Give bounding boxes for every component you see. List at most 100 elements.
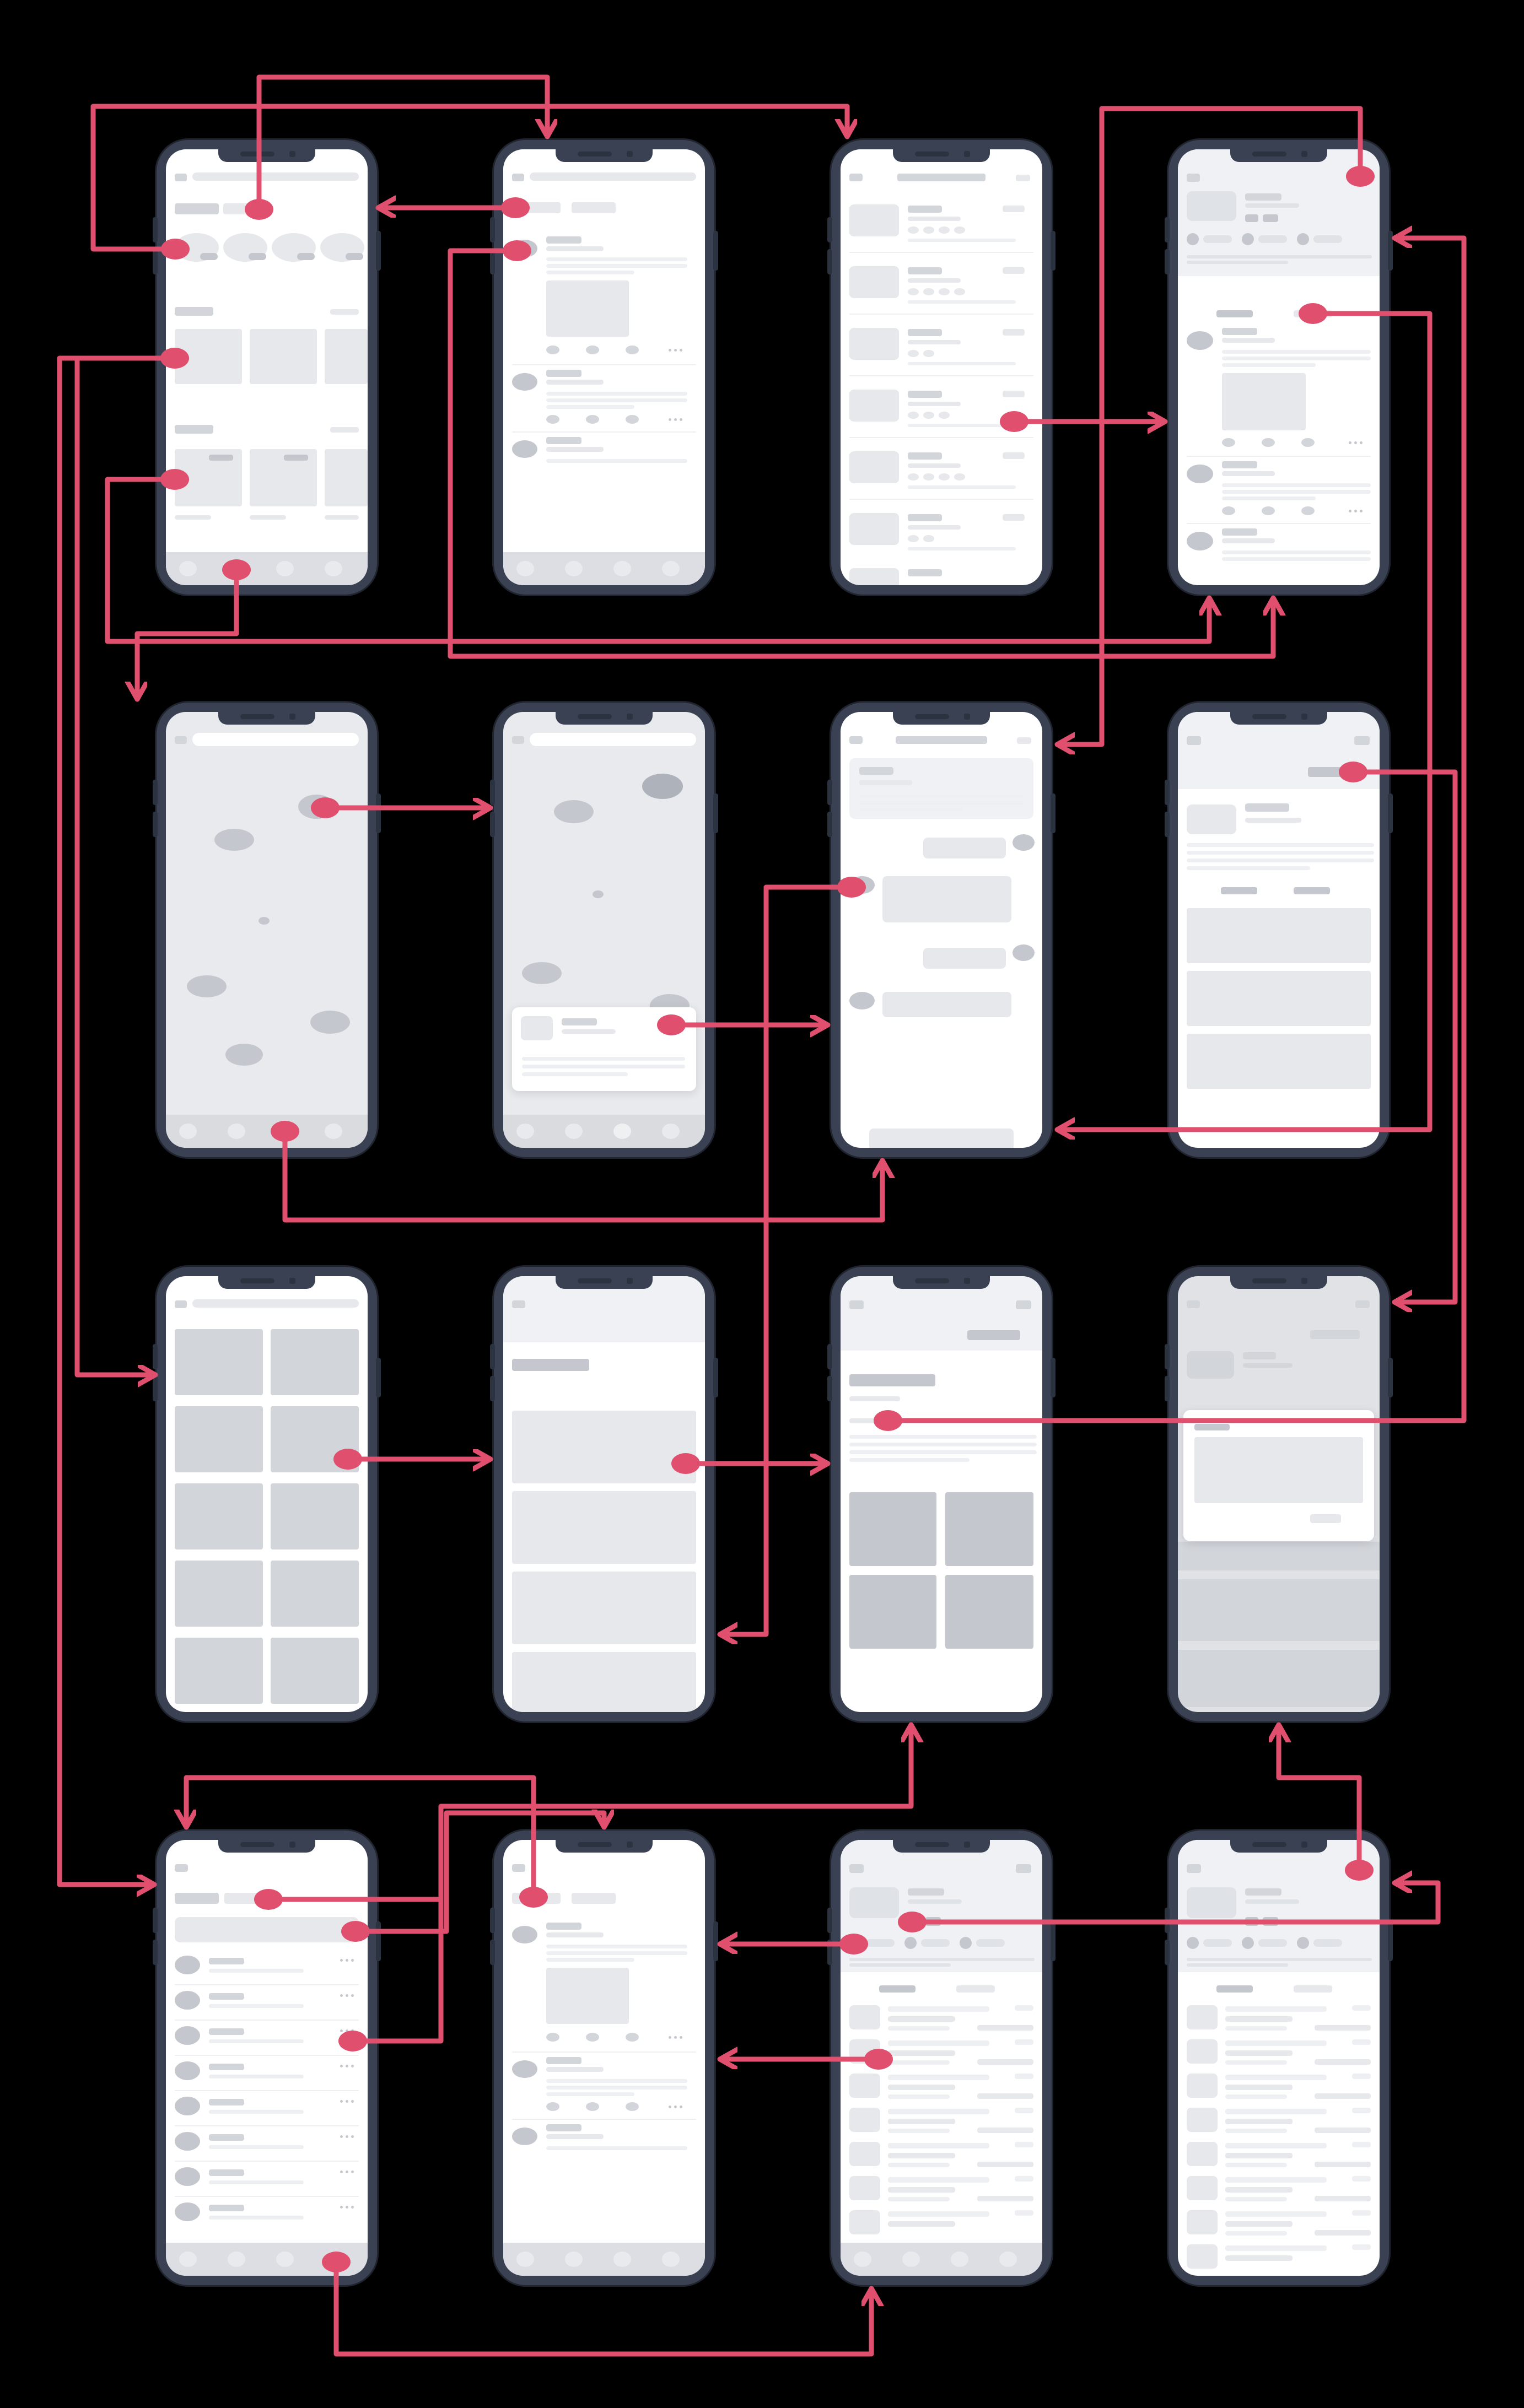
comment-icon[interactable]	[1262, 506, 1275, 515]
volume-down-button[interactable]	[1165, 249, 1170, 274]
volume-down-button[interactable]	[1165, 812, 1170, 837]
media-block[interactable]	[849, 1575, 936, 1649]
volume-down-button[interactable]	[153, 1940, 158, 1965]
map-pin-blob[interactable]	[298, 795, 335, 819]
tab[interactable]	[512, 202, 561, 213]
power-button[interactable]	[1388, 1358, 1393, 1397]
volume-down-button[interactable]	[153, 249, 158, 274]
media-block[interactable]	[849, 1492, 936, 1566]
tab[interactable]	[1216, 310, 1253, 317]
power-button[interactable]	[376, 1358, 381, 1397]
activity-thumb[interactable]	[1187, 2108, 1218, 2132]
volume-down-button[interactable]	[1165, 1940, 1170, 1965]
more-icon[interactable]	[1349, 510, 1351, 512]
menu-icon[interactable]	[512, 174, 524, 181]
activity-thumb[interactable]	[1187, 2039, 1218, 2064]
tab[interactable]	[1294, 1985, 1332, 1993]
tab[interactable]	[512, 1893, 561, 1904]
nav-home-icon[interactable]	[179, 561, 197, 576]
notif-avatar[interactable]	[175, 2097, 200, 2115]
activity-thumb[interactable]	[1187, 2244, 1218, 2269]
nav-add-icon[interactable]	[276, 561, 294, 576]
menu-icon[interactable]	[512, 736, 524, 744]
filter-icon[interactable]	[1016, 175, 1030, 181]
chat-avatar-self[interactable]	[1013, 944, 1035, 961]
back-icon[interactable]	[849, 1864, 864, 1873]
gallery-cell[interactable]	[175, 1561, 263, 1627]
share-icon[interactable]	[626, 2033, 639, 2042]
chat-avatar-self[interactable]	[1013, 834, 1035, 851]
back-icon[interactable]	[849, 736, 863, 744]
volume-up-button[interactable]	[153, 217, 158, 242]
search-input[interactable]	[530, 733, 696, 746]
message-input[interactable]	[869, 1129, 1014, 1148]
nav-home-icon[interactable]	[179, 2252, 197, 2267]
volume-up-button[interactable]	[1165, 780, 1170, 805]
activity-thumb[interactable]	[849, 2108, 880, 2132]
volume-up-button[interactable]	[490, 217, 495, 242]
map-pin-blob[interactable]	[310, 1011, 350, 1034]
article-thumb[interactable]	[1187, 805, 1236, 834]
nav-profile-icon[interactable]	[325, 561, 342, 576]
list-thumb[interactable]	[849, 266, 899, 298]
power-button[interactable]	[1051, 1358, 1056, 1397]
post-avatar[interactable]	[512, 2060, 537, 2078]
post-image[interactable]	[546, 280, 629, 337]
nav-map-icon[interactable]	[565, 1124, 583, 1139]
map-pin-dot[interactable]	[259, 917, 270, 925]
header-action-button[interactable]	[967, 1330, 1020, 1340]
detail-link[interactable]	[849, 1418, 888, 1423]
share-icon[interactable]	[1301, 438, 1315, 447]
volume-down-button[interactable]	[490, 1376, 495, 1401]
collection-row[interactable]	[512, 1572, 696, 1644]
power-button[interactable]	[1388, 231, 1393, 271]
menu-icon[interactable]	[1354, 736, 1370, 745]
notif-avatar[interactable]	[175, 2061, 200, 2080]
nav-profile-icon[interactable]	[662, 1124, 680, 1139]
list-thumb[interactable]	[849, 204, 899, 236]
volume-up-button[interactable]	[153, 1908, 158, 1933]
nav-search-icon[interactable]	[228, 2252, 245, 2267]
volume-down-button[interactable]	[827, 1940, 832, 1965]
post-avatar[interactable]	[512, 240, 537, 257]
post-image[interactable]	[546, 1968, 629, 2024]
more-icon[interactable]	[340, 2029, 343, 2032]
nav-profile-icon[interactable]	[662, 2252, 680, 2267]
banner[interactable]	[175, 1917, 359, 1942]
activity-thumb[interactable]	[849, 2005, 880, 2029]
header-action-button[interactable]	[1308, 767, 1358, 777]
like-icon[interactable]	[1222, 438, 1235, 447]
settings-icon[interactable]	[1016, 1864, 1031, 1873]
volume-down-button[interactable]	[490, 812, 495, 837]
nav-search-icon[interactable]	[902, 2252, 920, 2267]
nav-map-icon[interactable]	[228, 1124, 245, 1139]
modal-confirm-button[interactable]	[1310, 1514, 1341, 1523]
more-icon[interactable]	[340, 1959, 343, 1962]
like-icon[interactable]	[1222, 506, 1235, 515]
power-button[interactable]	[713, 1358, 718, 1397]
menu-icon[interactable]	[512, 1864, 525, 1872]
tab[interactable]	[879, 1985, 916, 1993]
tab[interactable]	[572, 202, 616, 213]
share-icon[interactable]	[1301, 506, 1315, 515]
map-pin-blob[interactable]	[522, 962, 562, 984]
profile-badge[interactable]	[1263, 1917, 1278, 1926]
nav-home-icon[interactable]	[516, 561, 534, 576]
list-thumb[interactable]	[849, 390, 899, 422]
more-icon[interactable]	[669, 2036, 671, 2039]
post-image[interactable]	[1222, 373, 1306, 430]
nav-add-icon[interactable]	[613, 1124, 631, 1139]
chat-avatar-other[interactable]	[849, 992, 875, 1009]
nav-alerts-icon[interactable]	[951, 2252, 968, 2267]
more-icon[interactable]	[340, 2171, 343, 2173]
comment-icon[interactable]	[586, 2033, 599, 2042]
nav-profile-icon[interactable]	[325, 2252, 342, 2267]
volume-up-button[interactable]	[827, 780, 832, 805]
volume-up-button[interactable]	[827, 217, 832, 242]
tab[interactable]	[572, 1893, 616, 1904]
comment-icon[interactable]	[586, 2102, 599, 2111]
search-input[interactable]	[530, 172, 696, 181]
power-button[interactable]	[376, 231, 381, 271]
tab[interactable]	[1216, 1985, 1253, 1993]
volume-up-button[interactable]	[827, 1344, 832, 1369]
